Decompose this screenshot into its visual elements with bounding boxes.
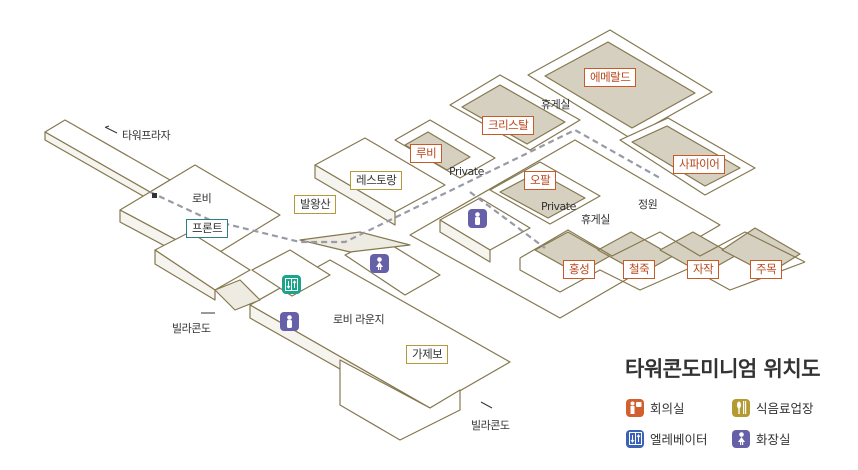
label-front[interactable]: 프론트 (186, 219, 229, 238)
legend-elevator: 엘레베이터 (626, 429, 708, 448)
label-lounge-top: 휴게실 (541, 98, 570, 111)
label-hongseong[interactable]: 홍성 (563, 260, 596, 279)
label-cheoljuk[interactable]: 철죽 (623, 260, 656, 279)
label-jumok[interactable]: 주목 (750, 260, 783, 279)
label-villa-bottom[interactable]: 빌라콘도 (471, 419, 510, 432)
restroom-icon (468, 209, 487, 228)
legend-restroom: 화장실 (732, 429, 791, 448)
label-gazebo[interactable]: 가제보 (406, 345, 449, 364)
label-restaurant[interactable]: 레스토랑 (350, 171, 403, 190)
label-villa-left[interactable]: 빌라콘도 (172, 322, 211, 335)
label-crystal[interactable]: 크리스탈 (482, 116, 535, 135)
restroom-icon (280, 312, 299, 331)
legend-label: 화장실 (756, 432, 791, 447)
label-tower-plaza[interactable]: 타워프라자 (122, 129, 171, 142)
meeting-room-icon (626, 398, 644, 417)
legend-label: 엘레베이터 (650, 432, 708, 447)
arrow-villa-bottom (480, 401, 493, 409)
label-balwangsan[interactable]: 발왕산 (294, 195, 337, 214)
elevator-icon (282, 275, 301, 294)
label-private-1: Private (449, 165, 484, 178)
legend-label: 회의실 (650, 401, 685, 416)
label-jajak[interactable]: 자작 (687, 260, 720, 279)
elevator-icon (626, 429, 644, 448)
label-lobby-lounge: 로비 라운지 (333, 313, 385, 326)
label-ruby[interactable]: 루비 (410, 144, 443, 163)
label-sapphire[interactable]: 사파이어 (673, 155, 726, 174)
restroom-icon (370, 254, 389, 273)
label-garden: 정원 (638, 198, 658, 211)
label-private-2: Private (541, 200, 576, 213)
label-emerald[interactable]: 에메랄드 (584, 68, 637, 87)
arrow-tower-plaza (104, 126, 118, 134)
label-opal[interactable]: 오팔 (524, 171, 557, 190)
legend-label: 식음료업장 (756, 401, 814, 416)
page-title: 타워콘도미니엄 위치도 (625, 357, 821, 381)
route-path (149, 128, 661, 244)
legend-meeting-room: 회의실 (626, 398, 685, 417)
restaurant-icon (732, 398, 750, 417)
label-lounge-mid: 휴게실 (581, 213, 610, 226)
restroom-icon (732, 429, 750, 448)
label-lobby: 로비 (192, 192, 212, 205)
legend-restaurant: 식음료업장 (732, 398, 814, 417)
